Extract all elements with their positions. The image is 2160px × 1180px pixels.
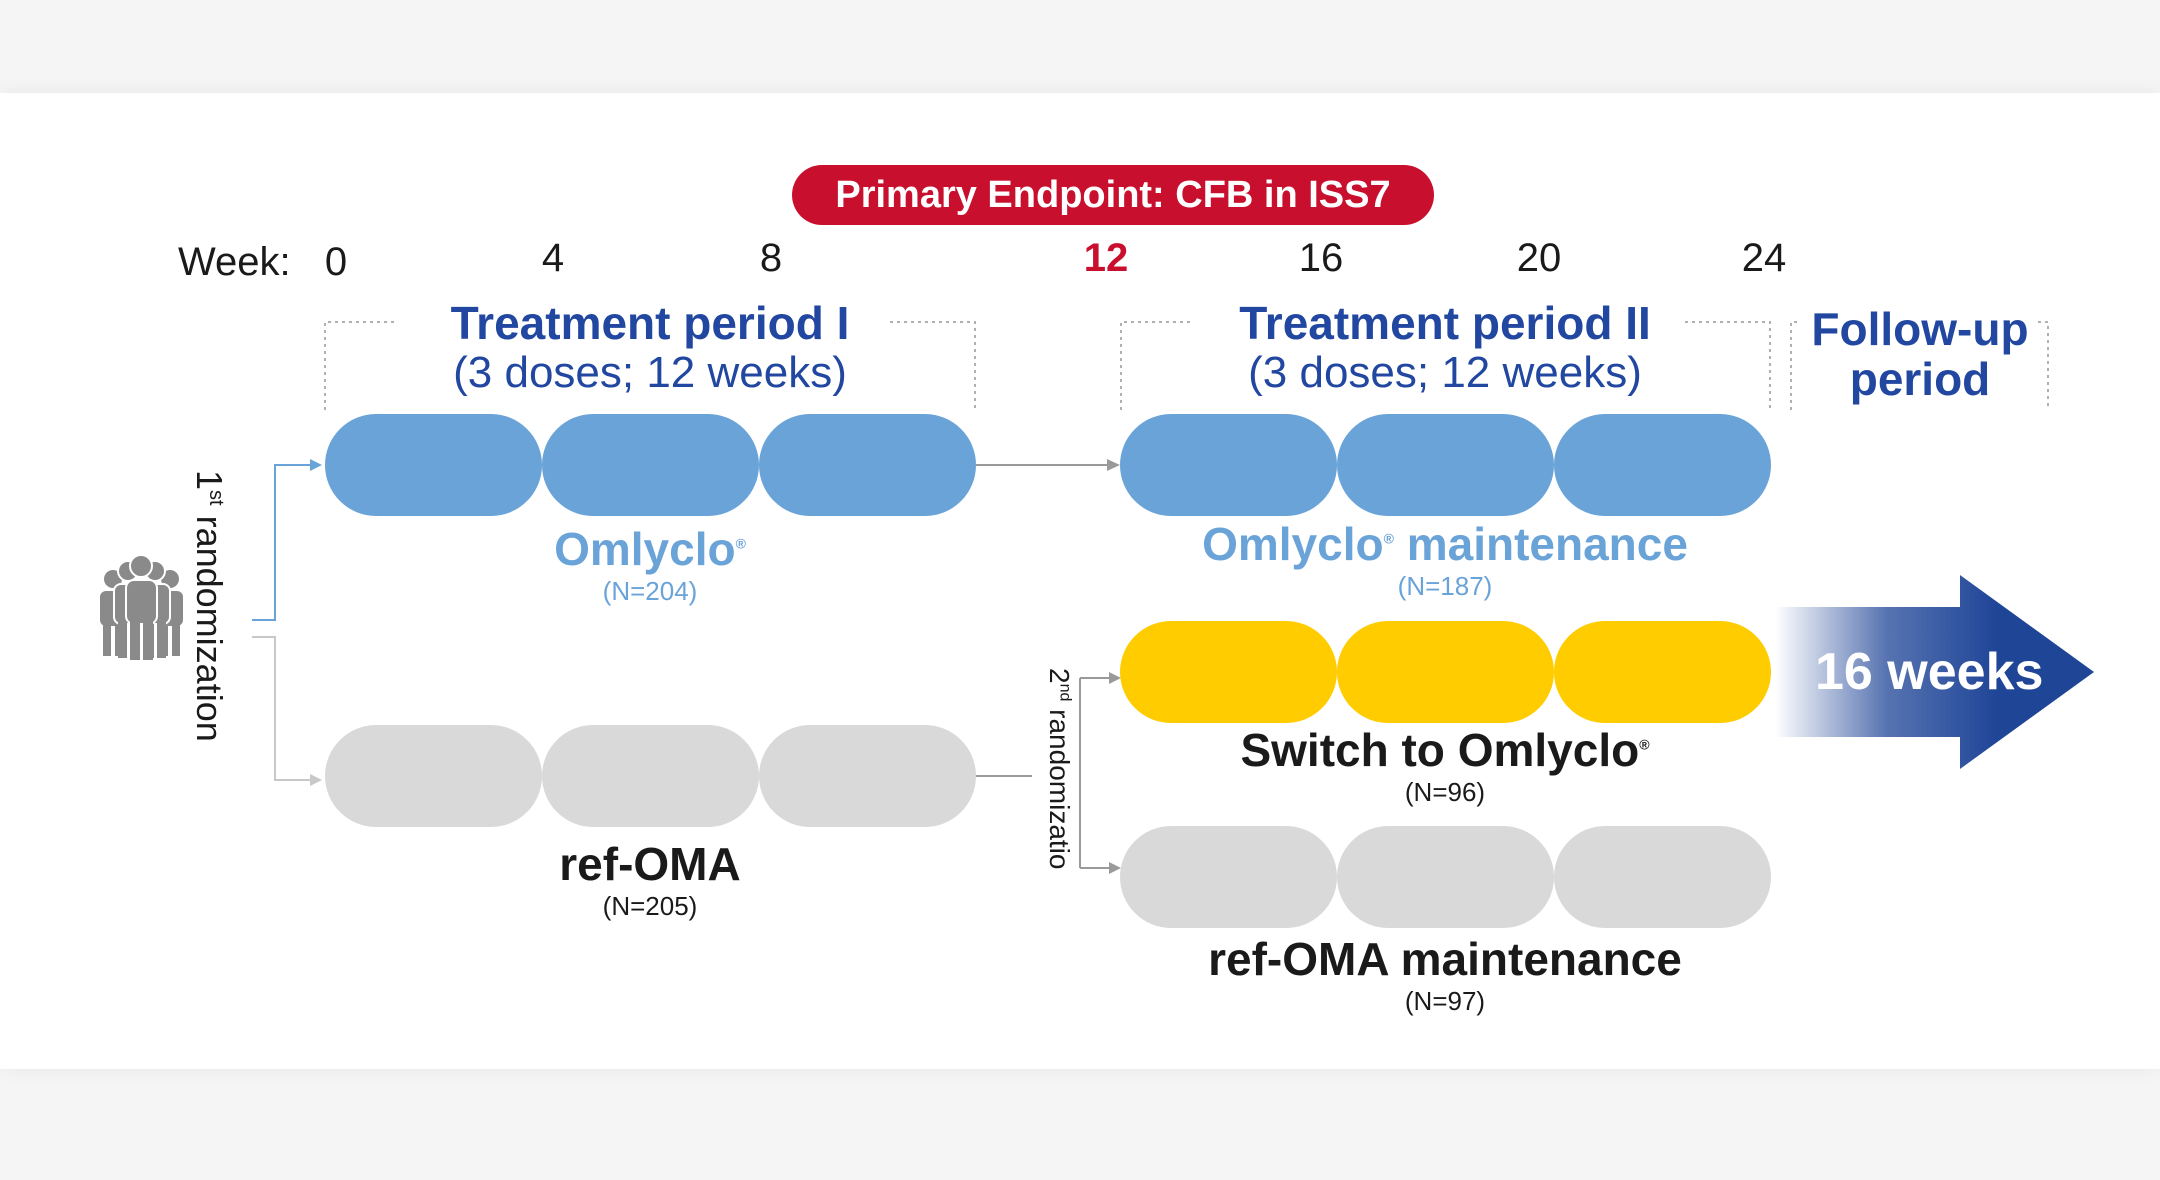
- dose-pill-refoma-2: [542, 725, 759, 827]
- first-randomization-tree: [252, 464, 312, 621]
- treatment-period-2-title: Treatment period II: [1239, 297, 1651, 349]
- dose-pill-omlyclo-maint-2: [1337, 414, 1554, 516]
- dose-pill-refoma-1: [325, 725, 542, 827]
- dose-pill-omlyclo-2: [542, 414, 759, 516]
- bracket-period-1: [324, 321, 976, 410]
- first-randomization-text: randomization: [189, 515, 230, 742]
- arm-omlyclo-maint-n: (N=187): [1397, 571, 1493, 601]
- dose-pill-omlyclo-1: [325, 414, 542, 516]
- dose-pill-switch-3: [1554, 621, 1771, 723]
- arm-omlyclo-maint-name: Omlyclo: [1202, 518, 1384, 570]
- arm-omlyclo-maint: Omlyclo® maintenance (N=187): [1095, 517, 1795, 602]
- primary-endpoint-banner: Primary Endpoint: CFB in ISS7: [792, 165, 1434, 225]
- arm-omlyclo-maint-suffix: maintenance: [1406, 518, 1688, 570]
- arm-refoma-p1: ref-OMA (N=205): [450, 837, 850, 922]
- dose-pill-refoma-3: [759, 725, 976, 827]
- arrowhead-to-refoma: [310, 774, 322, 786]
- arm-omlyclo-p1-name: Omlyclo: [554, 523, 736, 575]
- week-tick-24: 24: [1741, 236, 1787, 280]
- dose-pill-refoma-maint-2: [1337, 826, 1554, 928]
- second-randomization-sup: nd: [1056, 683, 1074, 702]
- first-randomization-num: 1: [189, 470, 230, 491]
- second-randomization-num: 2: [1044, 668, 1075, 684]
- arm-omlyclo-p1: Omlyclo® (N=204): [450, 522, 850, 607]
- week-tick-16: 16: [1298, 236, 1344, 280]
- arm-refoma-maint: ref-OMA maintenance (N=97): [1095, 932, 1795, 1017]
- arm-omlyclo-p1-mark: ®: [735, 535, 746, 552]
- dose-pill-refoma-maint-3: [1554, 826, 1771, 928]
- treatment-period-1-title: Treatment period I: [450, 297, 850, 349]
- treatment-period-2-header: Treatment period II (3 doses; 12 weeks): [1195, 298, 1695, 398]
- followup-title-line1: Follow-up: [1811, 303, 2029, 355]
- dose-pill-refoma-maint-1: [1120, 826, 1337, 928]
- followup-arrow-label: 16 weeks: [1815, 643, 2044, 701]
- week-axis-label: Week:: [178, 240, 291, 284]
- arm-refoma-maint-name: ref-OMA maintenance: [1208, 933, 1682, 985]
- arm-refoma-p1-name: ref-OMA: [559, 838, 741, 890]
- dose-pill-omlyclo-maint-1: [1120, 414, 1337, 516]
- arm-switch: Switch to Omlyclo® (N=96): [1095, 723, 1795, 808]
- second-randomization-label: 2nd randomizatio: [1043, 668, 1075, 869]
- followup-period-header: Follow-up period: [1800, 304, 2040, 404]
- dose-pill-omlyclo-3: [759, 414, 976, 516]
- first-randomization-label: 1st randomization: [188, 470, 230, 742]
- week-tick-8: 8: [759, 236, 783, 280]
- week-tick-4: 4: [541, 236, 565, 280]
- arm-omlyclo-p1-n: (N=204): [602, 576, 698, 606]
- second-randomization-text: randomizatio: [1044, 709, 1075, 870]
- people-group-icon: [100, 554, 183, 660]
- bracket-period-2: [1120, 321, 1771, 410]
- dose-pill-switch-1: [1120, 621, 1337, 723]
- treatment-period-1-header: Treatment period I (3 doses; 12 weeks): [400, 298, 900, 398]
- treatment-period-2-subtitle: (3 doses; 12 weeks): [1248, 348, 1642, 397]
- arm-switch-name: Omlyclo: [1457, 724, 1640, 776]
- second-randomization-tree: [1079, 677, 1110, 869]
- arm-omlyclo-maint-mark: ®: [1383, 530, 1394, 547]
- week-tick-12: 12: [1083, 236, 1129, 280]
- arm-switch-n: (N=96): [1404, 777, 1486, 807]
- arrowhead-to-omlyclo: [310, 459, 322, 471]
- followup-arrow: [1775, 575, 2094, 769]
- arm-refoma-maint-n: (N=97): [1404, 986, 1486, 1016]
- week-tick-20: 20: [1516, 236, 1562, 280]
- dose-pill-omlyclo-maint-3: [1554, 414, 1771, 516]
- first-randomization-sup: st: [205, 490, 227, 506]
- arm-switch-prefix: Switch to: [1240, 724, 1458, 776]
- arm-refoma-p1-n: (N=205): [602, 891, 698, 921]
- diagram-panel: [0, 93, 2160, 1069]
- dose-pill-switch-2: [1337, 621, 1554, 723]
- treatment-period-1-subtitle: (3 doses; 12 weeks): [453, 348, 847, 397]
- week-tick-0: 0: [324, 240, 348, 284]
- arm-switch-mark: ®: [1639, 736, 1650, 753]
- followup-title-line2: period: [1849, 353, 1991, 405]
- bracket-followup: [1790, 321, 2049, 410]
